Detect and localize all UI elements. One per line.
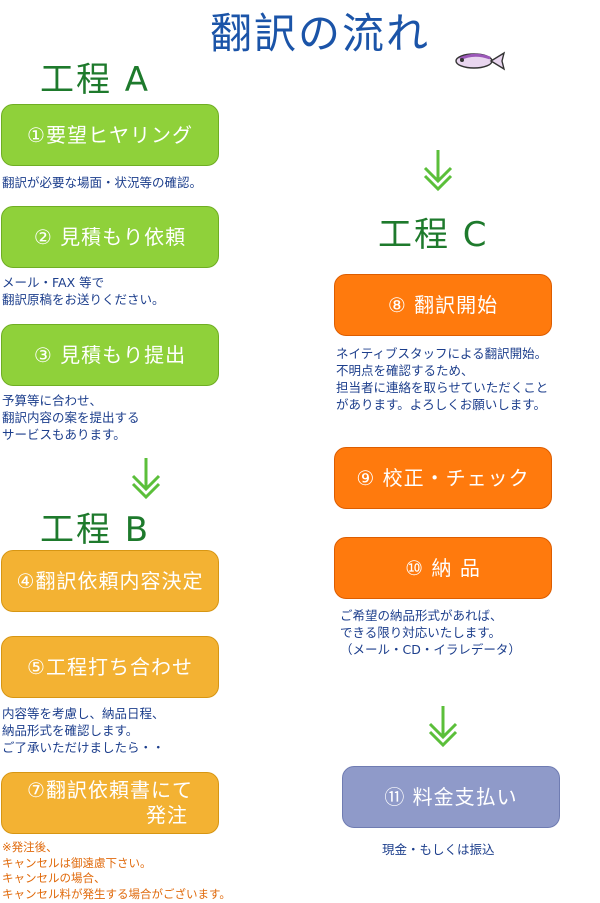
note-step-7: ※発注後、 キャンセルは御遠慮下さい。 キャンセルの場合、 キャンセル料が発生す…: [2, 840, 231, 901]
stage-b-heading: 工程 B: [40, 510, 151, 550]
note-step-3: 予算等に合わせ、 翻訳内容の案を提出する サービスもあります。: [2, 393, 140, 442]
note-step-10: ご希望の納品形式があれば、 できる限り対応いたします。 （メール・CD・イラレデ…: [340, 608, 521, 657]
stage-a-heading: 工程 A: [40, 60, 151, 100]
note-step-5: 内容等を考慮し、納品日程、 納品形式を確認します。 ご了承いただけましたら・・: [2, 706, 165, 755]
step-11-payment: ⑪ 料金支払い: [342, 766, 560, 828]
note-step-11: 現金・もしくは振込: [382, 842, 495, 857]
step-4-request-content: ④翻訳依頼内容決定: [1, 550, 219, 612]
down-arrow-icon: [428, 706, 458, 748]
stage-c-heading: 工程 C: [378, 215, 489, 255]
note-step-8: ネイティブスタッフによる翻訳開始。 不明点を確認するため、 担当者に連絡を取らせ…: [336, 346, 549, 412]
note-step-2: メール・FAX 等で 翻訳原稿をお送りください。: [2, 275, 165, 307]
step-7-order: ⑦翻訳依頼書にて 発注: [1, 772, 219, 834]
step-3-quote-submission: ③ 見積もり提出: [1, 324, 219, 386]
down-arrow-icon: [131, 458, 161, 500]
step-10-delivery: ⑩ 納 品: [334, 537, 552, 599]
note-step-1: 翻訳が必要な場面・状況等の確認。: [2, 175, 203, 190]
fish-icon: [455, 51, 506, 71]
step-9-proofreading: ⑨ 校正・チェック: [334, 447, 552, 509]
step-2-quote-request: ② 見積もり依頼: [1, 206, 219, 268]
step-1-hearing: ①要望ヒヤリング: [1, 104, 219, 166]
down-arrow-icon: [423, 150, 453, 192]
page-title: 翻訳の流れ: [209, 9, 430, 58]
step-8-translation-start: ⑧ 翻訳開始: [334, 274, 552, 336]
step-5-process-meeting: ⑤工程打ち合わせ: [1, 636, 219, 698]
